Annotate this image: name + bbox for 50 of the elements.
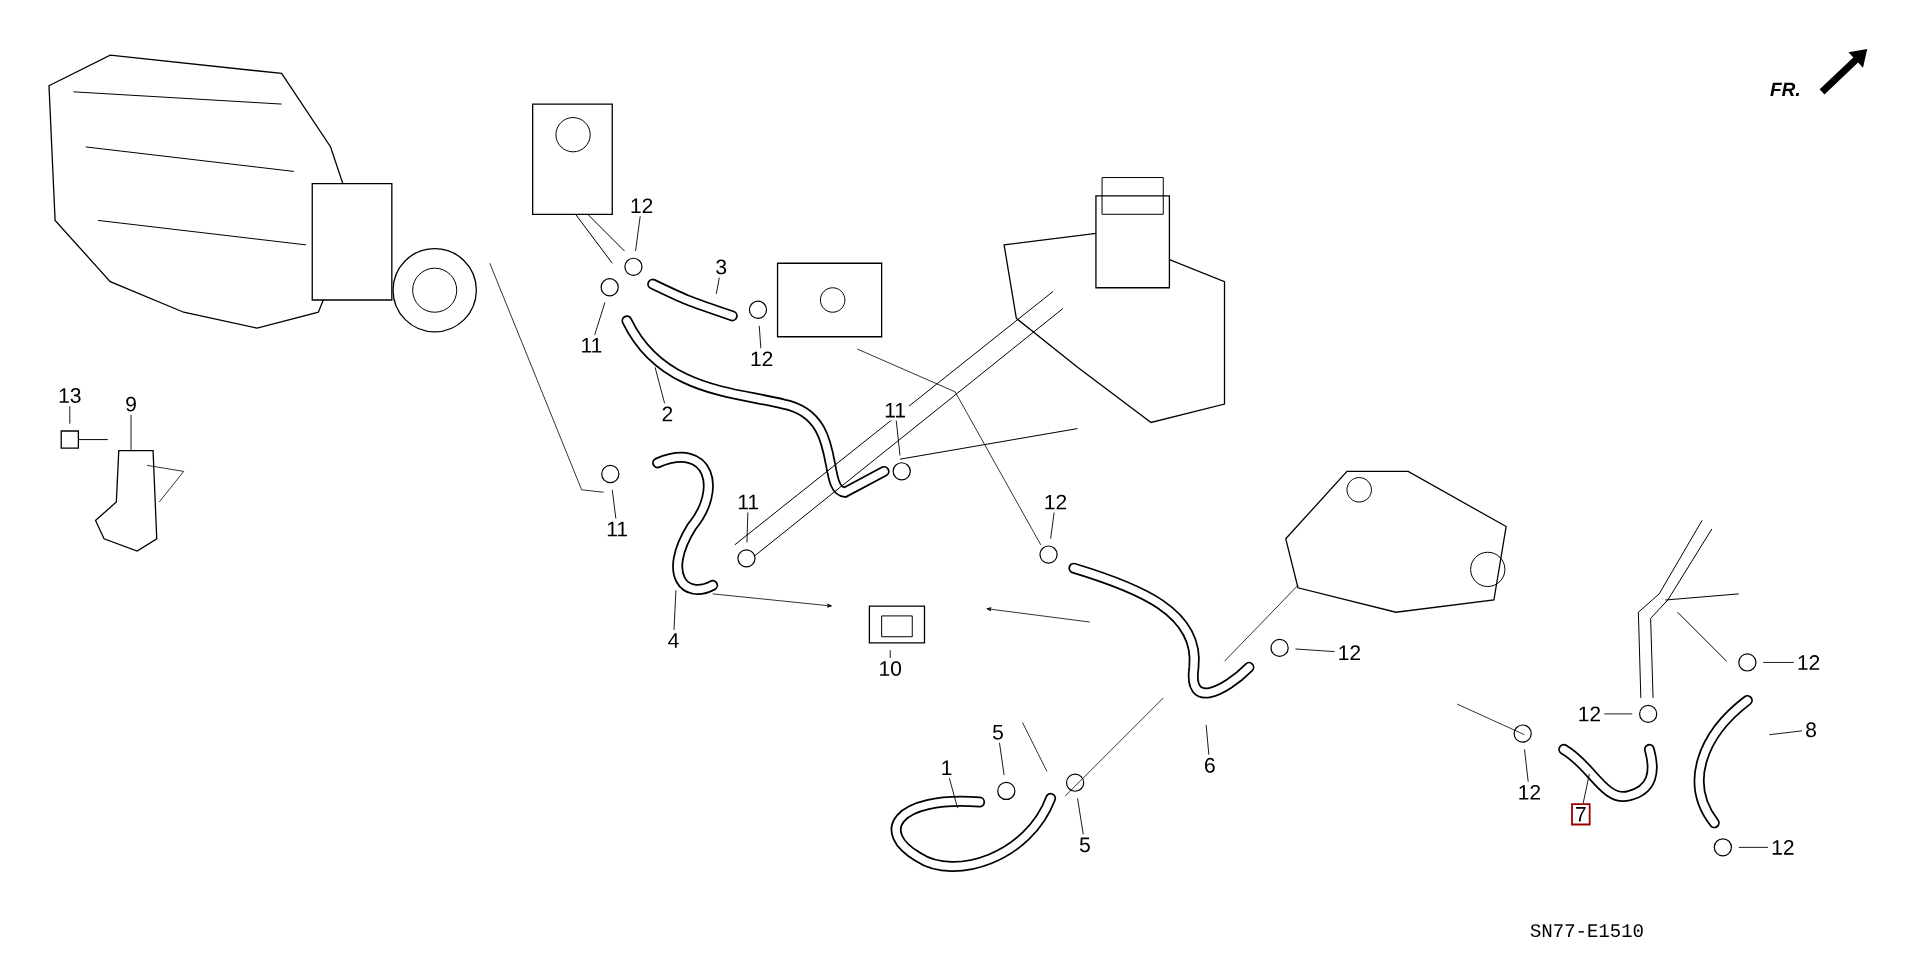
- callout-number: 5: [1076, 834, 1094, 856]
- callout-number: 12: [1040, 491, 1071, 513]
- callout-number: 11: [734, 491, 763, 513]
- leader-line: [1762, 662, 1795, 663]
- callout-number: 11: [881, 400, 909, 421]
- leader-line: [948, 777, 958, 809]
- callout-number: 11: [603, 518, 632, 540]
- boxed-callout-number: 7: [1571, 803, 1591, 826]
- callout-number: 6: [1200, 755, 1219, 776]
- leader-line: [1603, 713, 1633, 715]
- callout-number: 1: [937, 757, 956, 779]
- leader-line: [1295, 648, 1335, 653]
- callout-number: 12: [626, 195, 657, 217]
- leader-line: [758, 325, 762, 349]
- leader-line: [611, 489, 617, 520]
- leader-line: [1050, 512, 1055, 540]
- leader-line: [889, 649, 891, 659]
- callout-number: 13: [55, 385, 85, 407]
- callout-number: 4: [664, 630, 683, 651]
- callout-number: 12: [1768, 837, 1798, 858]
- leader-line: [895, 420, 901, 457]
- leader-line: [594, 302, 606, 336]
- leader-line: [1205, 724, 1210, 756]
- callout-number: 11: [577, 335, 606, 356]
- leader-line: [1077, 798, 1084, 835]
- leader-line: [673, 589, 677, 631]
- leader-line: [635, 215, 641, 252]
- callout-number: 12: [1574, 703, 1605, 725]
- callout-number: 5: [989, 722, 1007, 743]
- callout-number: 2: [658, 403, 677, 425]
- leader-line: [715, 277, 720, 295]
- leader-line: [746, 512, 749, 543]
- leader-line: [1738, 847, 1769, 848]
- callout-number: 12: [1793, 652, 1824, 673]
- leader-line: [654, 367, 666, 404]
- leader-line: [999, 742, 1005, 776]
- callout-number: 3: [712, 256, 731, 278]
- leader-line: [1768, 730, 1803, 736]
- callout-number: 12: [1334, 642, 1365, 664]
- leader-line: [69, 405, 71, 425]
- callout-number: 8: [1802, 719, 1820, 741]
- leader-line: [1582, 773, 1590, 804]
- callout-number: 12: [746, 348, 777, 370]
- leader-line: [1524, 749, 1529, 783]
- direction-label: FR.: [1770, 82, 1799, 97]
- callout-number: 10: [875, 658, 905, 680]
- callout-number: 9: [122, 393, 140, 415]
- callout-number: 12: [1514, 782, 1545, 803]
- leader-line: [130, 414, 132, 452]
- diagram-code: SN77-E1510: [1530, 924, 1643, 938]
